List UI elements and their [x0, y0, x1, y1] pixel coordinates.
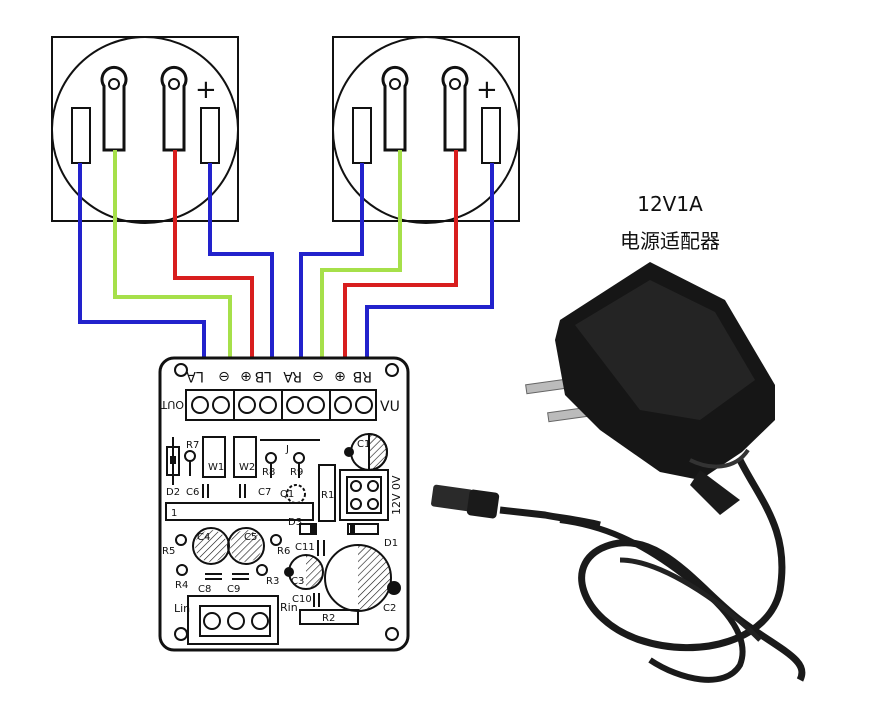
label-right-neg: ⊖ [312, 368, 324, 384]
label-left-pos: ⊕ [240, 368, 252, 384]
transistor-Q1 [286, 484, 306, 504]
vu-label: VU [380, 399, 400, 415]
trimmer-W2 [233, 436, 257, 478]
label-J: J [285, 444, 289, 455]
ic-strip [165, 502, 314, 521]
label-R4: R4 [175, 580, 188, 591]
label-R8: R8 [262, 467, 275, 478]
diode-D1 [347, 523, 379, 535]
resistor-R4 [176, 564, 188, 576]
label-R7: R7 [186, 440, 199, 451]
out-label: OUT [160, 398, 184, 411]
wire-left-blue-inner [208, 163, 274, 360]
resistor-R3 [256, 564, 268, 576]
barrel-plug [431, 484, 473, 512]
adapter-cable [578, 458, 806, 682]
label-Lin: Lin [174, 602, 190, 615]
label-R1: R1 [321, 490, 334, 501]
diode-D3 [299, 523, 317, 535]
label-C3: C3 [291, 576, 304, 587]
polarity-markers [170, 447, 401, 595]
resistor-R1 [318, 464, 336, 522]
resistor-R5 [175, 534, 187, 546]
adapter-name-label: 电源适配器 [620, 229, 720, 253]
resistor-R2 [299, 609, 359, 625]
power-adapter [431, 262, 806, 683]
label-C7: C7 [258, 487, 271, 498]
label-RA: RA [283, 368, 302, 384]
wire-right-red [343, 150, 458, 360]
wire-left-blue-outer [78, 163, 206, 360]
right-speaker-terminal-pos [481, 107, 501, 164]
adapter-prong-top [525, 378, 568, 395]
resistor-R6 [270, 534, 282, 546]
wire-right-blue-outer [365, 163, 494, 360]
label-Rin: Rin [280, 601, 298, 614]
wire-left-red [173, 150, 254, 360]
label-D2: D2 [166, 487, 180, 498]
label-C1: C1 [357, 439, 370, 450]
label-D3: D3 [288, 517, 302, 528]
left-speaker-plus: + [195, 75, 217, 105]
label-C9: C9 [227, 584, 240, 595]
left-speaker-terminal-neg [71, 107, 91, 164]
label-RB: RB [353, 368, 372, 384]
label-left-neg: ⊖ [218, 368, 230, 384]
label-R2: R2 [322, 613, 335, 624]
power-terminal-block [339, 469, 389, 521]
label-1: 1 [171, 508, 177, 519]
label-C10: C10 [292, 594, 312, 605]
label-R6: R6 [277, 546, 290, 557]
label-W1: W1 [208, 462, 224, 473]
input-terminal-block [187, 595, 279, 645]
label-W2: W2 [239, 462, 255, 473]
terminal-labels: LA ⊖ ⊕ LB RA ⊖ ⊕ RB [186, 368, 372, 384]
trimmer-W1 [202, 436, 226, 478]
capacitor-hatching [195, 530, 391, 611]
label-R3: R3 [266, 576, 279, 587]
wire-right-green [320, 150, 402, 360]
label-D1: D1 [384, 538, 398, 549]
label-power-12v-0v: 12V 0V [390, 475, 403, 515]
label-C11: C11 [295, 542, 315, 553]
wire-left-green [113, 150, 232, 360]
right-speaker-plus: + [476, 75, 498, 105]
capacitor-C5 [227, 527, 265, 565]
label-LB: LB [255, 368, 272, 384]
left-speaker-terminal-pos [200, 107, 220, 164]
wire-right-blue-inner [299, 163, 364, 360]
right-speaker-terminal-neg [352, 107, 372, 164]
label-R5: R5 [162, 546, 175, 557]
label-R9: R9 [290, 467, 303, 478]
adapter-spec-label: 12V1A [637, 192, 703, 216]
label-C6: C6 [186, 487, 199, 498]
label-Q1: Q1 [280, 489, 294, 500]
label-C2: C2 [383, 603, 396, 614]
label-LA: LA [186, 368, 204, 384]
label-C8: C8 [198, 584, 211, 595]
wires [78, 150, 494, 360]
label-right-pos: ⊕ [334, 368, 346, 384]
